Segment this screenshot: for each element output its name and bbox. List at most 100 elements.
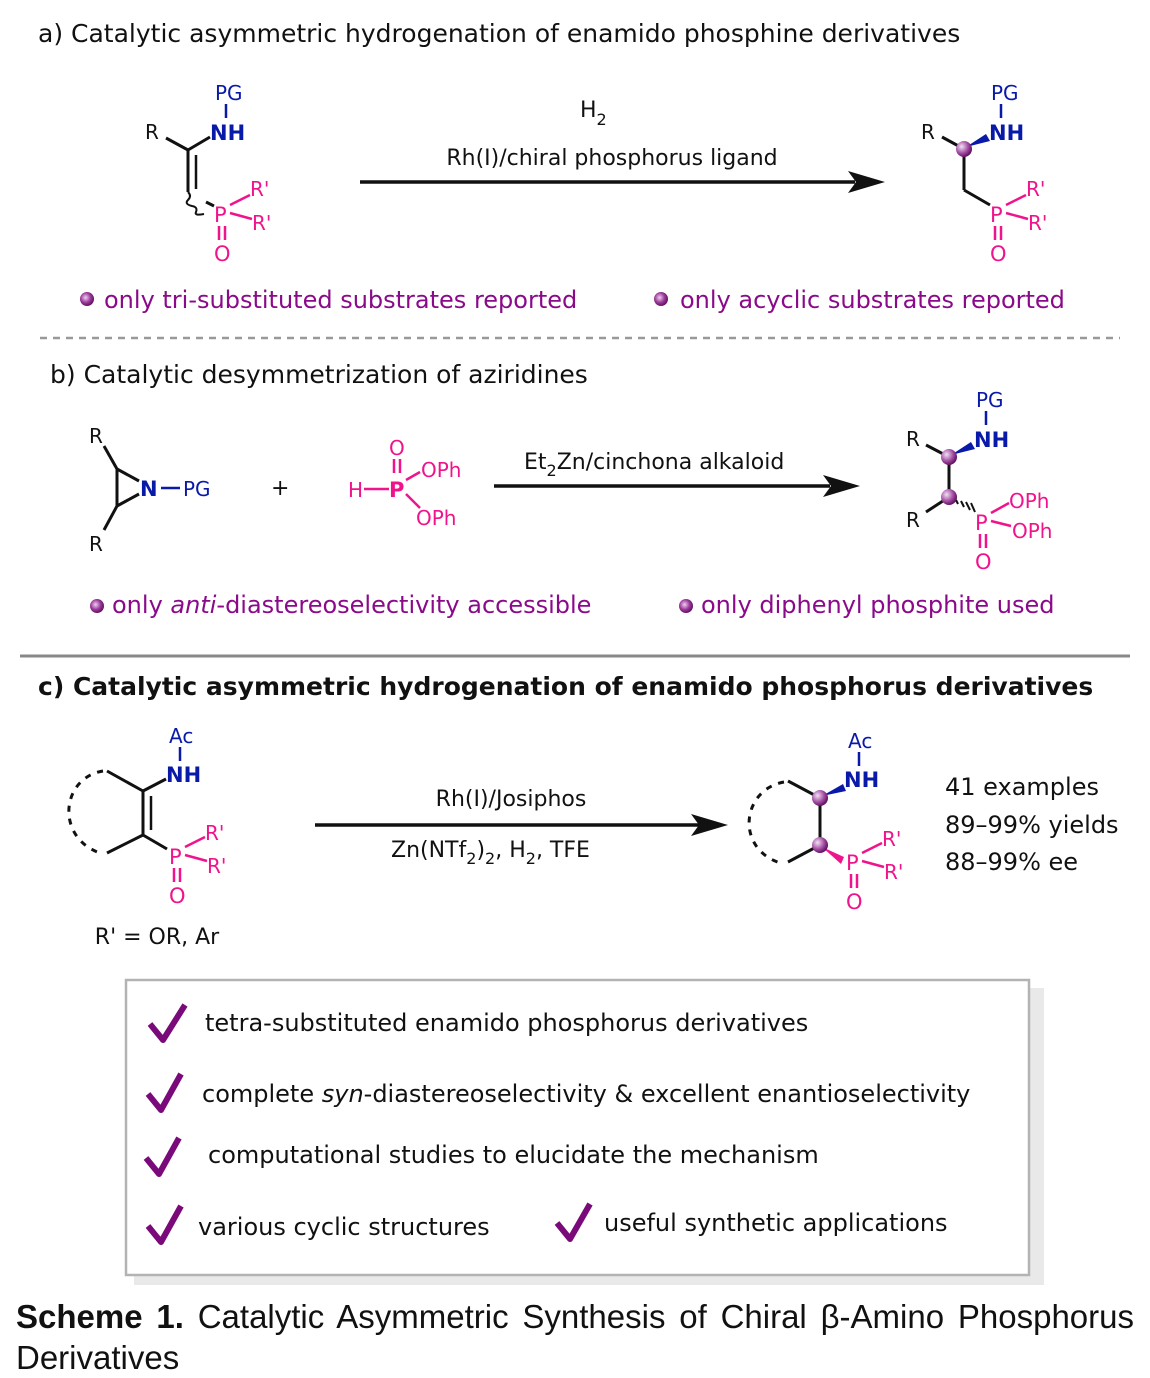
stereocenter-icon	[812, 837, 828, 853]
p-label: P	[389, 478, 404, 502]
pg-label: PG	[183, 477, 211, 501]
section-b-arrow: Et2Zn/cinchona alkaloid	[494, 450, 860, 497]
nh-label: NH	[210, 121, 245, 145]
oph-label: OPh	[421, 458, 461, 482]
r-label: R	[921, 120, 935, 144]
r-prime-label: R'	[882, 827, 901, 851]
o-label: O	[975, 550, 992, 574]
diphenyl-phosphite: H P O OPh OPh	[348, 436, 461, 530]
note-a2: only acyclic substrates reported	[680, 286, 1065, 314]
section-a-substrate-phosphorus: P R' R' O	[214, 177, 271, 266]
r-prime-label: R'	[207, 854, 226, 878]
feature-item: various cyclic structures	[198, 1213, 490, 1241]
r-prime-label: R'	[250, 177, 269, 201]
r-prime-label: R'	[1028, 211, 1047, 235]
feature-item: tetra-substituted enamido phosphorus der…	[205, 1009, 808, 1037]
reagent-h2: H2	[580, 98, 607, 129]
p-label: P	[214, 203, 227, 227]
stereocenter-icon	[812, 790, 828, 806]
oph-label: OPh	[416, 506, 456, 530]
pg-label: PG	[215, 81, 243, 105]
section-a-title: a) Catalytic asymmetric hydrogenation of…	[38, 19, 960, 48]
check-icon	[143, 1136, 182, 1177]
aziridine-nitrogen: N PG	[140, 477, 211, 501]
ac-label: Ac	[848, 729, 872, 753]
section-a-product: R	[921, 120, 991, 207]
yield-range: 89–99% yields	[945, 811, 1119, 839]
aziridine: R R	[89, 424, 140, 556]
substrate-note: R' = OR, Ar	[95, 925, 220, 950]
r-prime-label: R'	[1026, 177, 1045, 201]
nh-label: NH	[989, 121, 1024, 145]
section-a-substrate: R	[145, 120, 215, 216]
reagent-catalyst: Rh(I)/chiral phosphorus ligand	[446, 146, 777, 171]
note-b2: only diphenyl phosphite used	[701, 591, 1054, 619]
bullet-icon	[80, 292, 94, 306]
check-icon	[145, 1072, 184, 1113]
section-c-substrate-amine: Ac NH	[166, 724, 201, 787]
note-b1: only anti-diastereoselectivity accessibl…	[112, 591, 591, 619]
oph-label: OPh	[1012, 519, 1052, 543]
section-c-substrate	[67, 769, 168, 856]
r-prime-label: R'	[884, 860, 903, 884]
stereocenter-icon	[941, 449, 957, 465]
r-label: R	[906, 427, 920, 451]
feature-item: useful synthetic applications	[604, 1209, 948, 1237]
bullet-icon	[90, 599, 104, 613]
pg-label: PG	[976, 388, 1004, 412]
bullet-icon	[679, 599, 693, 613]
section-c-product-phosphorus: P R' R' O	[846, 827, 903, 914]
section-c-product	[747, 779, 846, 866]
results-summary: 41 examples 89–99% yields 88–99% ee	[945, 773, 1119, 876]
r-prime-label: R'	[252, 211, 271, 235]
stereocenter-icon	[941, 489, 957, 505]
section-c-product-amine: Ac NH	[844, 729, 879, 792]
section-b-product-phosphorus: P OPh OPh O	[975, 489, 1052, 574]
check-icon	[554, 1202, 593, 1242]
section-c-arrow: Rh(I)/Josiphos Zn(NTf2)2, H2, TFE	[315, 787, 728, 868]
r-label: R	[89, 532, 103, 556]
r-prime-label: R'	[205, 821, 224, 845]
reaction-scheme: a) Catalytic asymmetric hydrogenation of…	[20, 19, 1130, 1285]
section-a-arrow: H2 Rh(I)/chiral phosphorus ligand	[360, 98, 885, 193]
section-b-product: R R	[906, 427, 976, 532]
nh-label: NH	[844, 768, 879, 792]
scheme-caption: Scheme 1. Catalytic Asymmetric Synthesis…	[16, 1296, 1134, 1378]
examples-count: 41 examples	[945, 773, 1099, 801]
r-label: R	[89, 424, 103, 448]
section-c-title: c) Catalytic asymmetric hydrogenation of…	[38, 672, 1093, 701]
p-label: P	[990, 203, 1003, 227]
section-c-substrate-phosphorus: P R' R' O	[169, 821, 226, 908]
section-b-title: b) Catalytic desymmetrization of aziridi…	[50, 360, 588, 389]
ee-range: 88–99% ee	[945, 848, 1078, 876]
note-a1: only tri-substituted substrates reported	[104, 286, 577, 314]
caption-label: Scheme 1.	[16, 1298, 184, 1335]
reagent-conditions: Zn(NTf2)2, H2, TFE	[391, 838, 590, 868]
oph-label: OPh	[1009, 489, 1049, 513]
r-label: R	[906, 508, 920, 532]
pg-label: PG	[991, 81, 1019, 105]
ac-label: Ac	[169, 724, 193, 748]
stereocenter-icon	[956, 141, 972, 157]
section-a-product-phosphorus: P R' R' O	[990, 177, 1047, 266]
section-b-product-amine: PG NH	[974, 388, 1009, 452]
o-label: O	[169, 884, 186, 908]
plus-sign: +	[271, 476, 289, 501]
section-a-product-amine: PG NH	[989, 81, 1024, 145]
feature-item: computational studies to elucidate the m…	[208, 1141, 819, 1169]
feature-list: tetra-substituted enamido phosphorus der…	[143, 1003, 970, 1245]
p-label: P	[975, 511, 988, 535]
feature-item: complete syn-diastereoselectivity & exce…	[202, 1080, 970, 1108]
bullet-icon	[654, 292, 668, 306]
p-label: P	[846, 851, 859, 875]
nh-label: NH	[166, 763, 201, 787]
reagent-catalyst: Et2Zn/cinchona alkaloid	[524, 450, 784, 480]
p-label: P	[169, 845, 182, 869]
o-label: O	[389, 436, 405, 460]
check-icon	[145, 1204, 184, 1245]
n-label: N	[140, 477, 158, 501]
o-label: O	[214, 242, 231, 266]
section-a-substrate-amine: PG NH	[210, 81, 245, 145]
r-label: R	[145, 120, 159, 144]
nh-label: NH	[974, 428, 1009, 452]
